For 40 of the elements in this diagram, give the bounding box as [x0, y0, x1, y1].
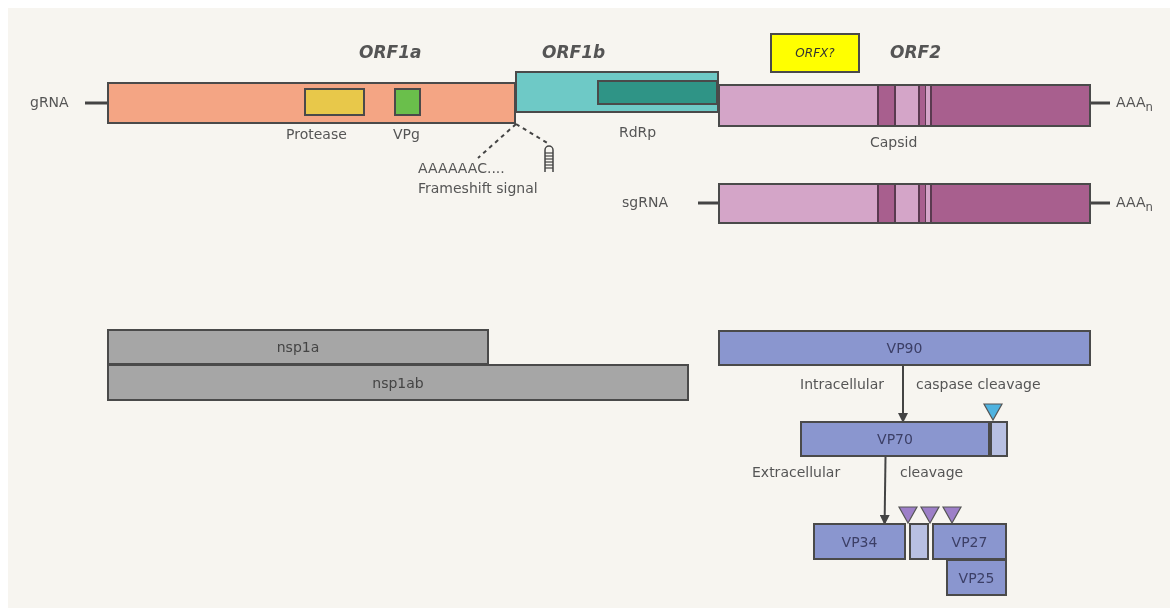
arrow: [898, 365, 908, 423]
protein-label: nsp1a: [275, 338, 321, 357]
dashed-line: [515, 123, 550, 145]
cleavage-label: caspase cleavage: [916, 376, 1041, 392]
arrow: [879, 456, 890, 525]
polya-tail-label: AAA$_{n}$: [1116, 194, 1153, 214]
signal-label: AAAAAAC.... Frameshift signal: [418, 159, 539, 198]
orfx-box: [770, 33, 860, 73]
sgrna-bar: [718, 183, 1091, 224]
rna-label: sgRNA: [622, 194, 668, 210]
protein-bar: [107, 329, 489, 365]
orf-heading: ORF2: [890, 42, 941, 62]
protein-bar: [800, 421, 990, 457]
polya-tail-label: AAA$_{n}$: [1116, 94, 1153, 114]
protein-label: VP70: [876, 430, 914, 449]
stem-loop-icon: [543, 144, 555, 172]
peptide-segment: [909, 523, 929, 560]
rna-label: gRNA: [30, 94, 69, 110]
cleavage-label: cleavage: [900, 464, 964, 480]
orf-label: ORFX?: [794, 45, 836, 62]
cleavage-label: Intracellular: [800, 376, 884, 392]
orf-heading: ORF1b: [542, 42, 606, 62]
protein-label: VP27: [950, 532, 989, 552]
cleavage-label: Extracellular: [752, 464, 841, 480]
protein-label: VP34: [840, 532, 879, 552]
protein-bar: [946, 559, 1007, 596]
peptide-segment: [990, 421, 1008, 457]
domain-label: RdRp: [619, 124, 657, 140]
orf-heading: ORF1a: [359, 42, 422, 62]
domain-label: Protease: [286, 126, 347, 142]
protein-bar: [107, 364, 689, 401]
domain-label: Capsid: [870, 134, 918, 150]
protein-label: VP90: [885, 339, 924, 358]
protein-label: nsp1ab: [371, 373, 425, 393]
protein-label: VP25: [957, 568, 996, 588]
protein-bar: [932, 523, 1007, 560]
domain-label: VPg: [393, 126, 420, 142]
protein-bar: [718, 330, 1091, 366]
protein-bar: [813, 523, 906, 560]
dashed-line: [477, 123, 517, 159]
